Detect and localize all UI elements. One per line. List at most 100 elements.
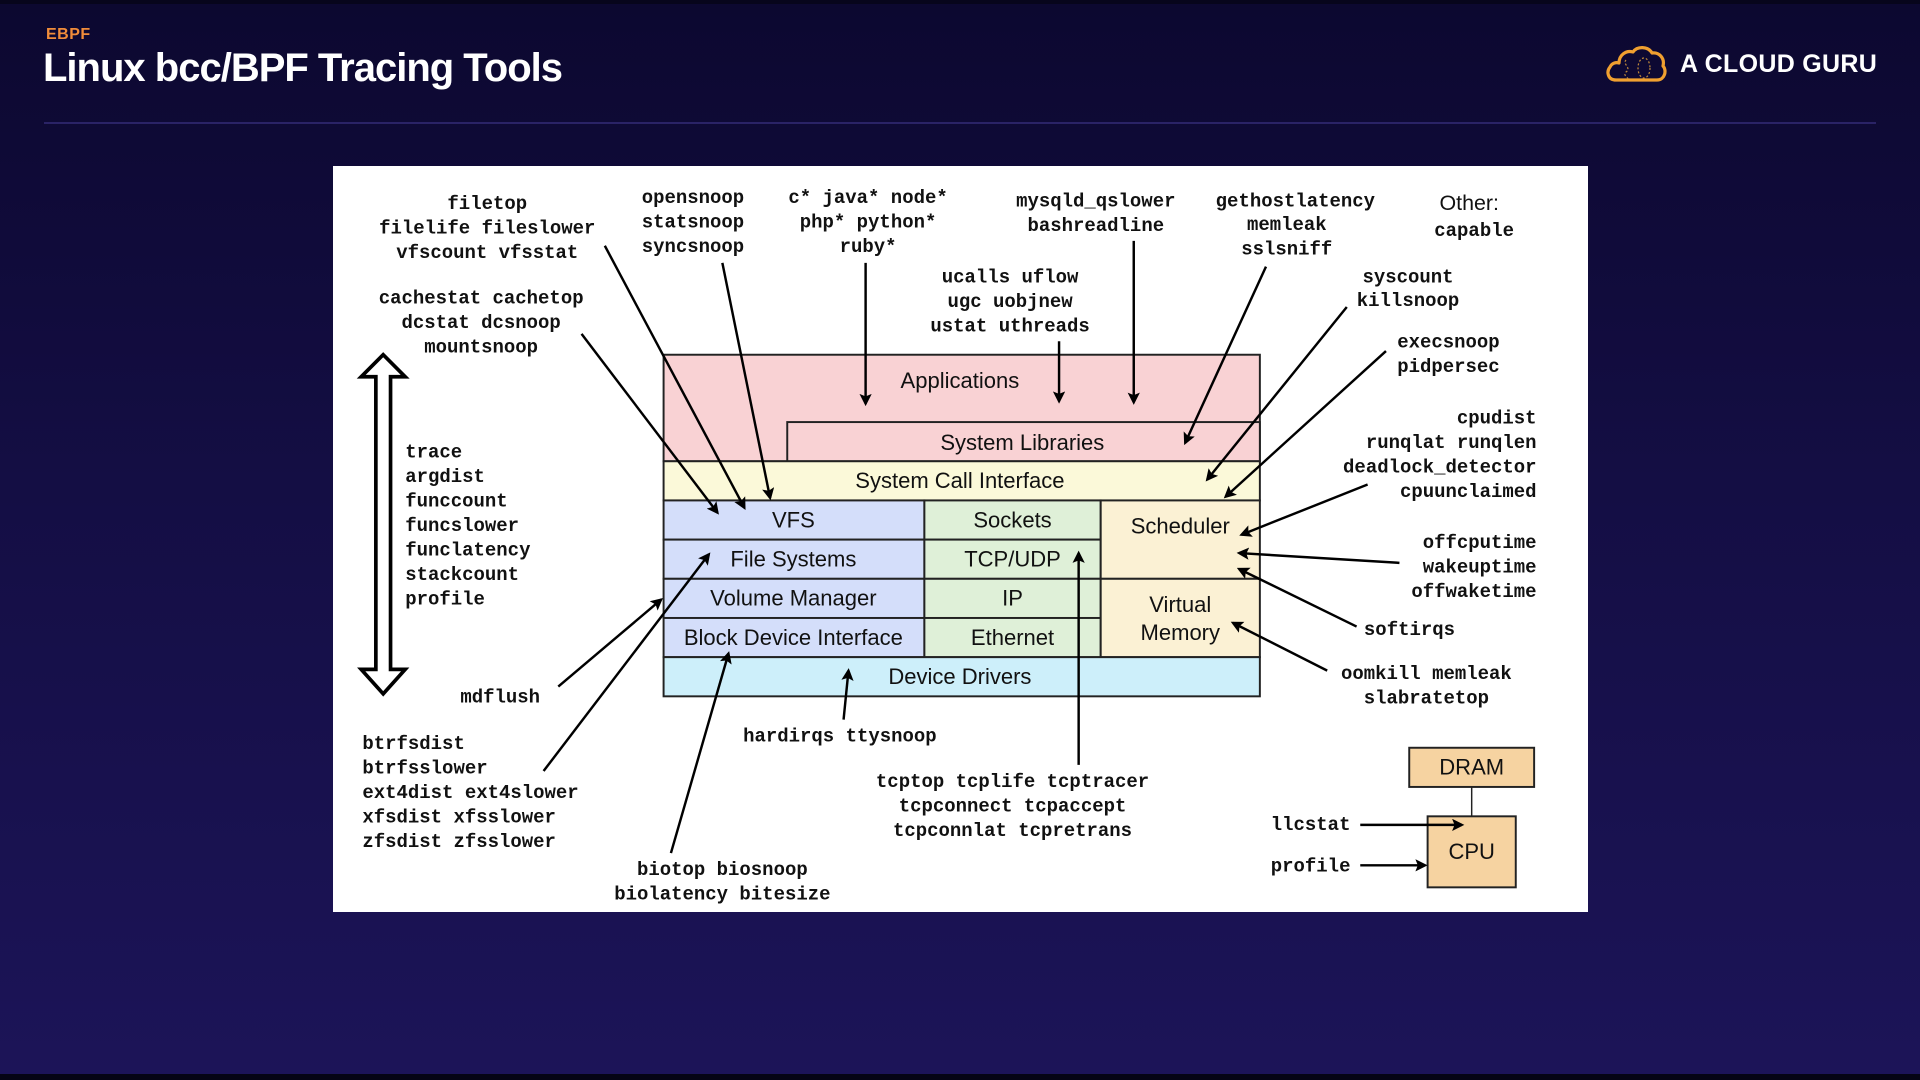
tools-gethost-2: memleak	[1247, 214, 1327, 236]
tools-cpudist-2: runqlat runqlen	[1366, 432, 1537, 454]
label-file-systems: File Systems	[730, 547, 856, 572]
tools-execsnoop-1: execsnoop	[1397, 331, 1499, 353]
tools-languages-2: php* python*	[800, 211, 937, 233]
tools-offcpu-2: wakeuptime	[1423, 557, 1537, 579]
cloud-logo-icon	[1606, 46, 1667, 82]
tools-oomkill-2: slabratetop	[1364, 688, 1489, 710]
tools-cpudist-1: cpudist	[1457, 407, 1537, 429]
tools-languages-1: c* java* node*	[788, 187, 947, 209]
tools-multi-7: profile	[405, 589, 485, 611]
tools-syscount-2: killsnoop	[1357, 290, 1459, 312]
tools-offcpu-3: offwaketime	[1411, 581, 1536, 603]
tools-filetop-1: filetop	[447, 193, 527, 215]
label-ip: IP	[1002, 586, 1023, 611]
label-tcp-udp: TCP/UDP	[964, 547, 1061, 572]
tools-fs-1: btrfsdist	[362, 733, 464, 755]
tools-other-1: capable	[1434, 220, 1514, 242]
label-scheduler: Scheduler	[1131, 513, 1230, 538]
layer-scheduler	[1099, 499, 1261, 580]
arrow-opensnoop-vfs	[721, 262, 775, 501]
brand-name: A CLOUD GURU	[1680, 49, 1878, 78]
label-cpu: CPU	[1448, 839, 1494, 864]
tools-gethost-3: sslsniff	[1241, 238, 1332, 260]
arrow-syscount-syscall	[1205, 306, 1348, 482]
tools-offcpu-1: offcputime	[1423, 532, 1537, 554]
slide-title: Linux bcc/BPF Tracing Tools	[43, 46, 563, 90]
tools-opensnoop-3: syncsnoop	[642, 236, 744, 258]
tools-opensnoop-1: opensnoop	[642, 187, 744, 209]
tools-ucalls-1: ucalls uflow	[942, 266, 1079, 288]
tools-languages-3: ruby*	[840, 236, 897, 258]
other-label: Other:	[1439, 191, 1498, 215]
label-ethernet: Ethernet	[971, 625, 1054, 650]
label-device-drivers: Device Drivers	[888, 664, 1031, 689]
arrow-offcpu-scheduler	[1236, 547, 1400, 565]
tools-cachestat-2: dcstat dcsnoop	[401, 312, 560, 334]
tools-profile-cpu-1: profile	[1271, 855, 1351, 877]
label-system-libraries: System Libraries	[940, 430, 1104, 455]
label-volume-manager: Volume Manager	[710, 586, 876, 611]
arrow-cpudist-scheduler	[1239, 483, 1369, 537]
tools-multi-6: stackcount	[405, 564, 519, 586]
arrow-bio-block	[669, 651, 732, 854]
tools-softirqs-1: softirqs	[1364, 619, 1455, 641]
layer-system-libraries	[786, 421, 1261, 463]
label-dram: DRAM	[1439, 755, 1504, 780]
tools-filetop-3: vfscount vfsstat	[396, 242, 578, 264]
arrow-hardirqs-drivers	[841, 668, 854, 720]
tools-syscount-1: syscount	[1362, 266, 1453, 288]
double-arrow-icon	[356, 352, 410, 697]
tools-cachestat-1: cachestat cachetop	[379, 287, 584, 309]
tools-cpudist-3: deadlock_detector	[1343, 456, 1537, 478]
bcc-tools-diagram: Applications System Libraries System Cal…	[356, 187, 1537, 906]
tools-multi-1: trace	[405, 442, 462, 464]
tools-multi-3: funccount	[405, 491, 507, 513]
layer-device-drivers	[662, 656, 1261, 698]
tools-cpudist-4: cpuunclaimed	[1400, 481, 1537, 503]
top-edge	[0, 0, 1920, 4]
layer-ip	[923, 577, 1102, 619]
label-virtual-memory-line2: Memory	[1141, 620, 1221, 645]
tools-fs-5: zfsdist zfsslower	[362, 831, 556, 853]
tools-mysqld-1: mysqld_qslower	[1016, 191, 1175, 213]
arrow-softirqs-scheduler	[1236, 567, 1358, 628]
tools-fs-3: ext4dist ext4slower	[362, 782, 578, 804]
layer-sockets	[923, 499, 1102, 541]
tools-multi-5: funclatency	[405, 540, 531, 562]
tools-opensnoop-2: statsnoop	[642, 211, 744, 233]
tools-execsnoop-2: pidpersec	[1397, 356, 1499, 378]
diagram-panel: Applications System Libraries System Cal…	[333, 166, 1588, 912]
label-applications: Applications	[901, 368, 1020, 393]
label-vfs: VFS	[772, 507, 815, 532]
hw-cpu	[1426, 815, 1517, 889]
tools-ucalls-2: ugc uobjnew	[947, 291, 1073, 313]
tools-tcp-1: tcptop tcplife tcptracer	[876, 771, 1149, 793]
tools-oomkill-1: oomkill memleak	[1341, 663, 1512, 685]
label-block-device-interface: Block Device Interface	[684, 625, 903, 650]
tools-hardirqs-1: hardirqs ttysnoop	[743, 726, 937, 748]
tools-fs-4: xfsdist xfsslower	[362, 806, 556, 828]
arrow-cachestat-vfs	[580, 333, 719, 515]
tools-tcp-3: tcpconnlat tcpretrans	[893, 820, 1132, 842]
tools-bio-1: biotop biosnoop	[637, 859, 808, 881]
tools-bio-2: biolatency bitesize	[614, 884, 830, 906]
label-system-call-interface: System Call Interface	[855, 468, 1064, 493]
bottom-edge	[0, 1074, 1920, 1080]
tools-gethost-1: gethostlatency	[1216, 191, 1376, 213]
arrow-gethost-syslib	[1183, 266, 1268, 446]
label-virtual-memory-line1: Virtual	[1149, 592, 1211, 617]
layer-virtual-memory	[1099, 577, 1261, 659]
tools-tcp-2: tcpconnect tcpaccept	[899, 795, 1127, 817]
tools-cachestat-3: mountsnoop	[424, 336, 538, 358]
tools-multi-4: funcslower	[405, 515, 519, 537]
layer-volume-manager	[662, 577, 926, 619]
tools-fs-2: btrfsslower	[362, 757, 487, 779]
section-eyebrow: EBPF	[46, 26, 91, 43]
arrow-oomkill-vm	[1230, 621, 1328, 672]
tools-filetop-2: filelife fileslower	[379, 218, 595, 240]
label-sockets: Sockets	[973, 507, 1051, 532]
tools-multi-2: argdist	[405, 466, 485, 488]
arrow-fs-filesystems	[542, 552, 711, 772]
brand-logo: A CLOUD GURU	[1604, 38, 1877, 90]
tools-mdflush-1: mdflush	[460, 686, 540, 708]
